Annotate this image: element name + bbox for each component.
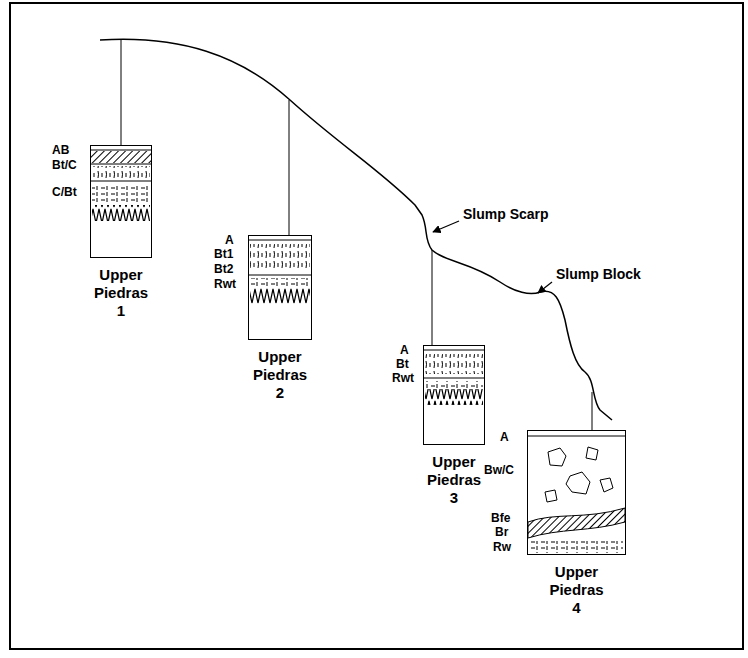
profile-4-horizons (527, 436, 626, 553)
profile-name: Upper Piedras 2 (249, 348, 311, 402)
profile-name: Upper Piedras 4 (546, 563, 608, 617)
callout-arrows (433, 221, 552, 293)
profile-name: Upper Piedras 1 (90, 266, 152, 320)
profile-2-horizons (248, 240, 312, 304)
profile-column (90, 145, 152, 258)
soil-profile: Upper Piedras 2 (248, 235, 312, 402)
horizon-label: AB (52, 143, 69, 157)
horizon-label: Bw/C (484, 463, 514, 477)
feature-label: Slump Scarp (463, 206, 549, 222)
site-leaders (121, 39, 592, 430)
horizon-label: A (500, 430, 509, 444)
horizon-label: Bt (396, 357, 409, 371)
feature-label: Slump Block (556, 266, 641, 282)
profile-column (248, 235, 312, 340)
frame (10, 3, 743, 649)
horizon-label: C/Bt (52, 185, 77, 199)
horizon-label: Bt/C (52, 158, 77, 172)
horizon-label: Bt1 (214, 247, 233, 261)
profile-column (423, 345, 485, 445)
profile-1-horizons (90, 150, 152, 221)
horizon-label: A (225, 233, 234, 247)
horizon-label: Rwt (392, 371, 414, 385)
soil-profile: Upper Piedras 3 (423, 345, 485, 507)
horizon-label: Br (495, 525, 508, 539)
slope-profile (100, 39, 612, 420)
profile-3-horizons (423, 350, 485, 405)
profile-column (527, 430, 626, 555)
soil-profile: Upper Piedras 1 (90, 145, 152, 320)
soil-profile: Upper Piedras 4 (527, 430, 626, 617)
horizon-label: Bt2 (214, 262, 233, 276)
horizon-label: Bfe (491, 511, 510, 525)
horizon-label: Rwt (214, 277, 236, 291)
horizon-label: A (400, 343, 409, 357)
profile-name: Upper Piedras 3 (423, 453, 485, 507)
horizon-label: Rw (493, 540, 511, 554)
